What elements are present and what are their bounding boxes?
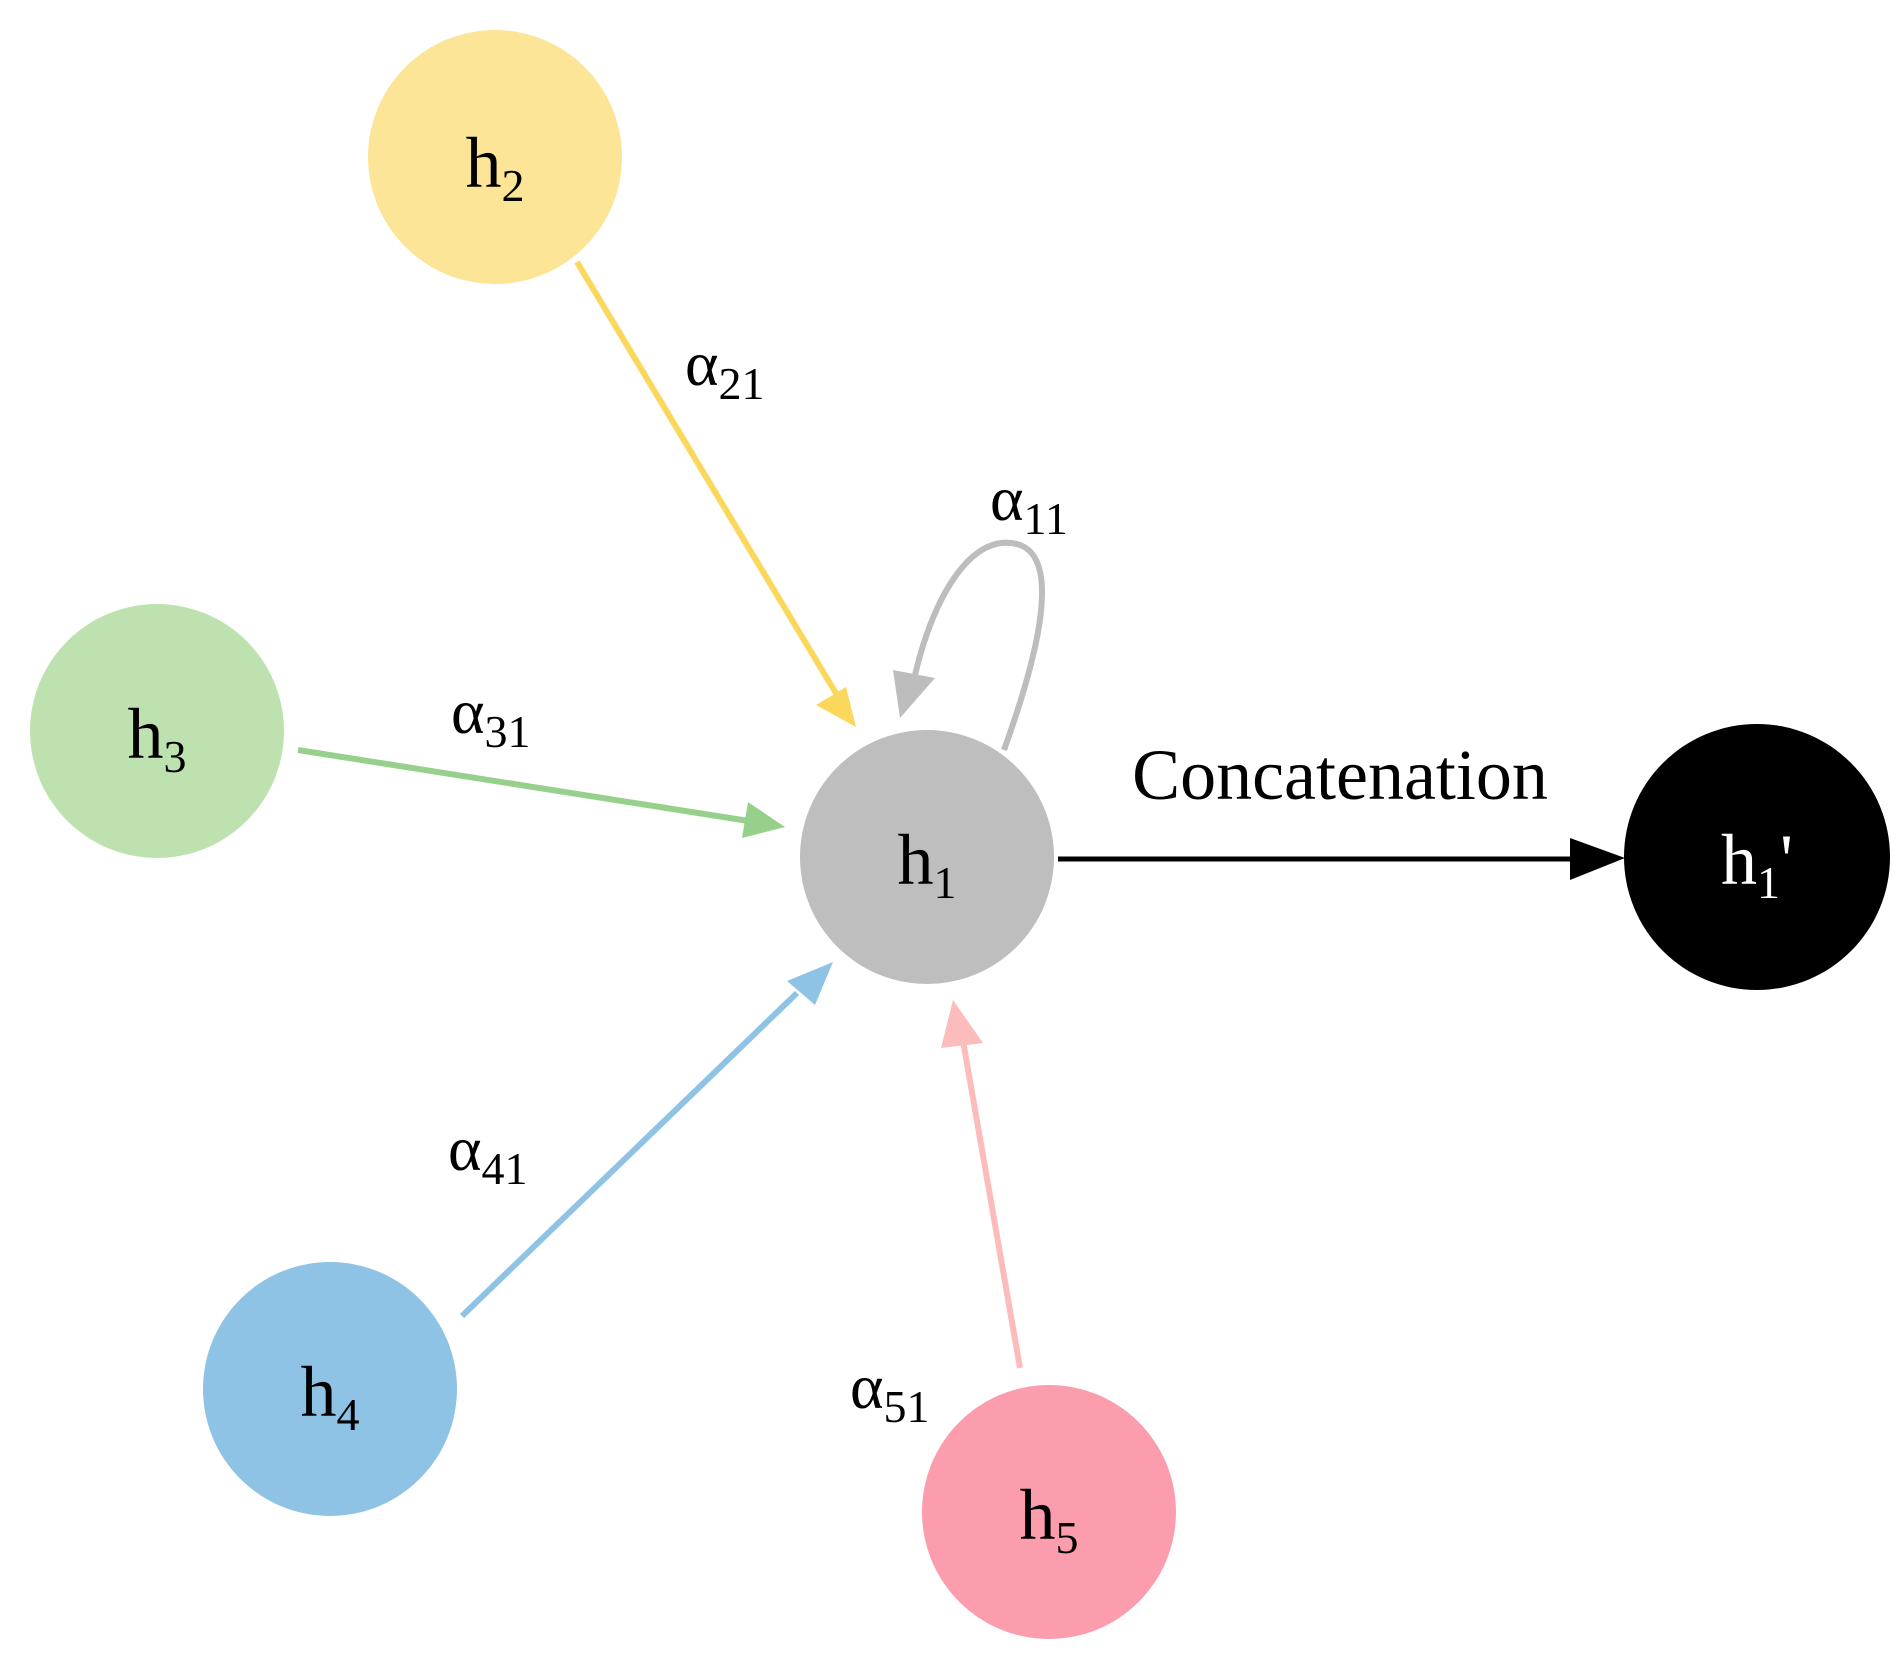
node-h5: h5 [922, 1385, 1176, 1639]
node-h1-circle [800, 730, 1054, 984]
node-h2: h2 [368, 30, 622, 284]
node-h4: h4 [203, 1262, 457, 1516]
concatenation-label: Concatenation [1132, 735, 1548, 815]
arrowhead-h2-h1 [816, 687, 856, 727]
node-h1-prime-circle [1624, 724, 1890, 990]
node-h1-prime-label: h1' [1721, 820, 1793, 908]
arrowhead-h5-h1 [941, 1000, 983, 1048]
node-h3-label: h3 [128, 694, 187, 782]
arrowhead-h1-self [893, 670, 935, 718]
edge-label-a31: α31 [451, 676, 531, 757]
node-h2-label: h2 [466, 123, 525, 211]
node-h1: h1 [800, 730, 1054, 984]
edge-h4-h1 [459, 962, 833, 1319]
edge-h5-h1 [941, 1000, 1023, 1369]
edge-label-a51: α51 [850, 1351, 930, 1432]
node-h1-prime: h1' [1624, 724, 1890, 990]
edge-label-a21: α21 [685, 328, 765, 409]
arrowhead-h3-h1 [742, 802, 785, 838]
node-h5-label: h5 [1020, 1475, 1079, 1563]
edge-h3-h1 [297, 747, 785, 838]
arrowhead-concatenation [1570, 838, 1625, 880]
node-h4-label: h4 [301, 1352, 360, 1440]
arrowhead-h4-h1 [787, 962, 833, 1005]
node-h3: h3 [30, 604, 284, 858]
edge-label-a41: α41 [448, 1113, 528, 1194]
edge-h2-h1 [574, 260, 856, 727]
node-h3-circle [30, 604, 284, 858]
edge-h1-self [893, 539, 1046, 752]
node-h2-circle [368, 30, 622, 284]
node-h1-label: h1 [898, 820, 957, 908]
node-h5-circle [922, 1385, 1176, 1639]
node-h4-circle [203, 1262, 457, 1516]
edge-concatenation [1058, 838, 1625, 880]
edge-label-a11: α11 [990, 463, 1068, 544]
